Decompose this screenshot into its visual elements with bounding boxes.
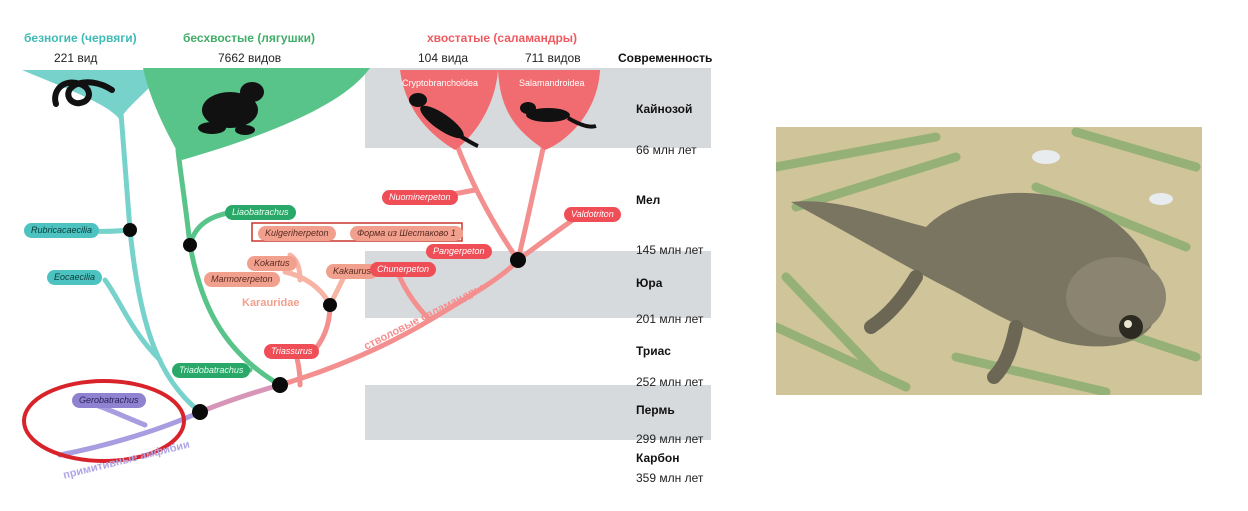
salamandroidea-label: Salamandroidea bbox=[519, 78, 585, 88]
taxon-marmorerpeton: Marmorerpeton bbox=[204, 272, 280, 287]
caecilian-fan bbox=[22, 70, 165, 120]
age-145: 145 млн лет bbox=[636, 243, 703, 257]
era-carboniferous: Карбон bbox=[636, 451, 679, 465]
taxon-triassurus: Triassurus bbox=[264, 344, 319, 359]
taxon-pangerpeton: Pangerpeton bbox=[426, 244, 492, 259]
node-lissamphibia bbox=[192, 404, 208, 420]
taxon-rubricacaecilia: Rubricacaecilia bbox=[24, 223, 99, 238]
age-299: 299 млн лет bbox=[636, 432, 703, 446]
frog-title: бесхвостые (лягушки) bbox=[183, 31, 315, 45]
root-link bbox=[200, 385, 280, 412]
age-252: 252 млн лет bbox=[636, 375, 703, 389]
taxon-gerobatrachus: Gerobatrachus bbox=[72, 393, 146, 408]
taxon-shestakovo: Форма из Шестаково 1 bbox=[350, 226, 463, 241]
age-359: 359 млн лет bbox=[636, 471, 703, 485]
era-jurassic: Юра bbox=[636, 276, 662, 290]
era-cretaceous: Мел bbox=[636, 193, 660, 207]
caecilian-count: 221 вид bbox=[54, 51, 97, 65]
frog-count: 7662 видов bbox=[218, 51, 281, 65]
karauridae-label: Karauridae bbox=[242, 297, 299, 309]
taxon-liaobatrachus: Liaobatrachus bbox=[225, 205, 296, 220]
age-201: 201 млн лет bbox=[636, 312, 703, 326]
taxon-valdotriton: Valdotriton bbox=[564, 207, 621, 222]
node-caecilian bbox=[123, 223, 137, 237]
node-karauridae bbox=[323, 298, 337, 312]
era-cenozoic: Кайнозой bbox=[636, 102, 692, 116]
era-permian: Пермь bbox=[636, 403, 675, 417]
caecilian-title: безногие (червяги) bbox=[24, 31, 137, 45]
salamander-title: хвостатые (саламандры) bbox=[427, 31, 577, 45]
taxon-kulgeriherpeton: Kulgeriherpeton bbox=[258, 226, 336, 241]
salamander-count-a: 104 вида bbox=[418, 51, 468, 65]
taxon-triadobatrachus: Triadobatrachus bbox=[172, 363, 250, 378]
node-frog bbox=[183, 238, 197, 252]
era-present: Современность bbox=[618, 51, 712, 65]
newt-illustration bbox=[776, 127, 1202, 395]
crypto-label: Cryptobranchoidea bbox=[402, 78, 478, 88]
taxon-chunerpeton: Chunerpeton bbox=[370, 262, 436, 277]
age-66: 66 млн лет bbox=[636, 143, 697, 157]
salamander-count-b: 711 видов bbox=[525, 51, 581, 65]
taxon-kokartus: Kokartus bbox=[247, 256, 297, 271]
node-batrachia bbox=[272, 377, 288, 393]
era-triassic: Триас bbox=[636, 344, 671, 358]
taxon-nuominerpeton: Nuominerpeton bbox=[382, 190, 458, 205]
taxon-eocaecilia: Eocaecilia bbox=[47, 270, 102, 285]
node-crown-salamander bbox=[510, 252, 526, 268]
